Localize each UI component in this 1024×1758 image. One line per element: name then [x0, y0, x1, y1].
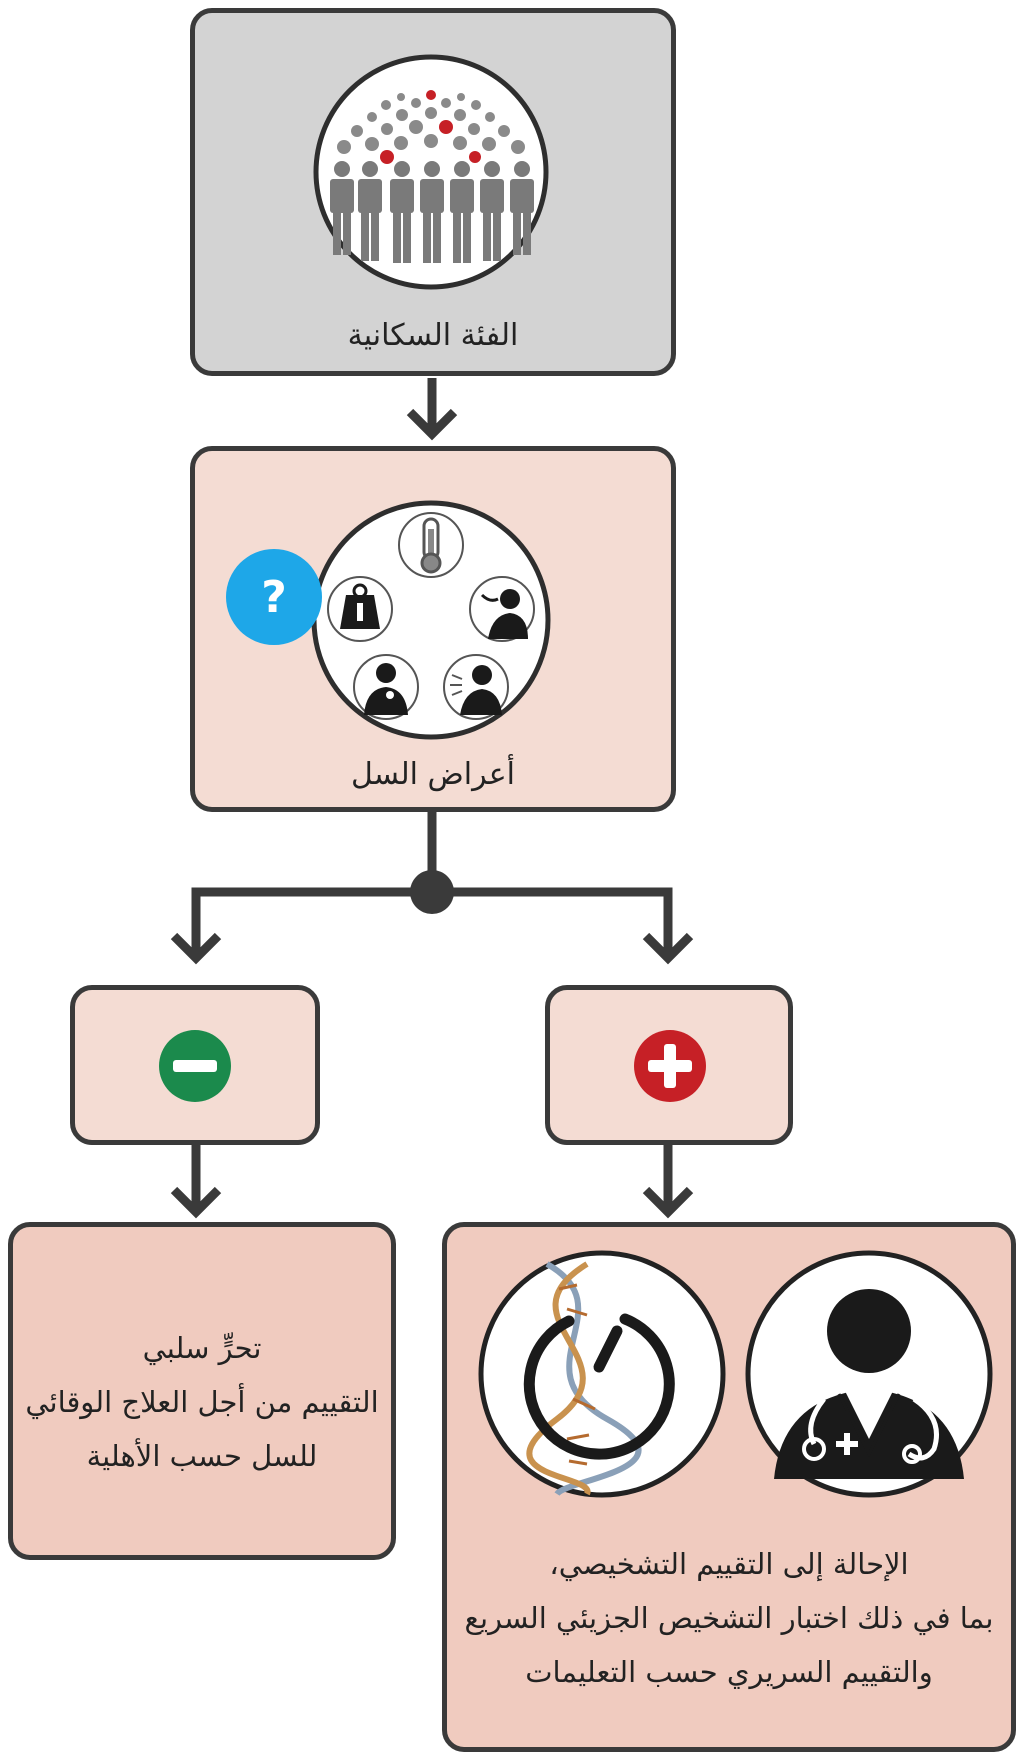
negative-node: [70, 985, 320, 1145]
symptoms-icon-circle: [310, 499, 552, 745]
population-label: الفئة السكانية: [347, 318, 519, 353]
arrowhead-positive: [642, 932, 694, 965]
positive-outcome-text: الإحالة إلى التقييم التشخيصي، بما في ذلك…: [447, 1537, 1011, 1699]
positive-outcome-line-2: بما في ذلك اختبار التشخيص الجزيئي السريع: [464, 1601, 994, 1635]
arrowhead-negative: [170, 932, 222, 965]
crowd-icon: [312, 53, 550, 295]
svg-text:?: ?: [261, 572, 287, 623]
arrowhead-symptoms: [406, 408, 458, 441]
arrowhead-negative-outcome: [170, 1186, 222, 1219]
symptoms-label: أعراض السل: [351, 757, 515, 792]
thermometer-icon: [398, 512, 464, 578]
lymph-node-icon: [353, 654, 419, 720]
negative-outcome-node: تحرٍّ سلبي التقييم من أجل العلاج الوقائي…: [8, 1222, 396, 1560]
minus-circle-icon: [157, 1028, 233, 1108]
dna-rapid-test-icon: [477, 1249, 727, 1503]
symptoms-node: ? أعراض السل: [190, 446, 676, 812]
positive-node: [545, 985, 793, 1145]
question-icon: ?: [223, 546, 325, 652]
negative-outcome-line-3: للسل حسب الأهلية: [86, 1439, 318, 1473]
weight-scale-icon: [327, 576, 393, 642]
cough-icon: [469, 576, 535, 642]
population-node: الفئة السكانية: [190, 8, 676, 376]
positive-outcome-node: الإحالة إلى التقييم التشخيصي، بما في ذلك…: [442, 1222, 1016, 1752]
sweating-icon: [443, 654, 509, 720]
positive-outcome-line-3: والتقييم السريري حسب التعليمات: [525, 1655, 933, 1689]
negative-outcome-line-2: التقييم من أجل العلاج الوقائي: [25, 1385, 379, 1419]
doctor-icon: [744, 1249, 994, 1503]
negative-outcome-text: تحرٍّ سلبي التقييم من أجل العلاج الوقائي…: [13, 1321, 391, 1483]
positive-outcome-line-1: الإحالة إلى التقييم التشخيصي،: [549, 1547, 909, 1581]
negative-outcome-line-1: تحرٍّ سلبي: [142, 1331, 262, 1365]
plus-circle-icon: [632, 1028, 708, 1108]
arrowhead-positive-outcome: [642, 1186, 694, 1219]
junction-dot: [410, 870, 454, 914]
